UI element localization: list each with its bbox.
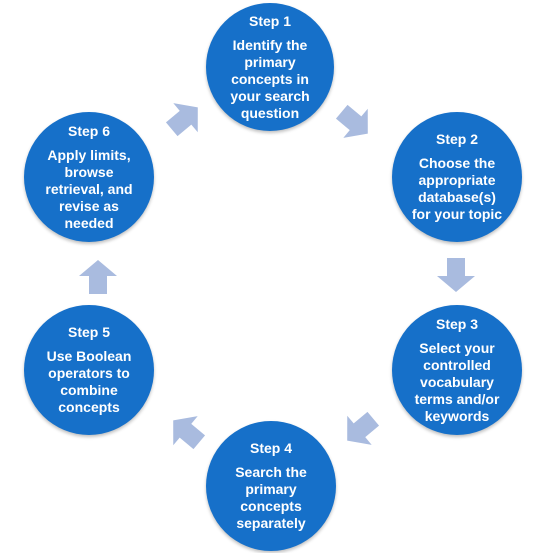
step-6-title: Step 6 (67, 122, 110, 139)
step-2-line: appropriate (418, 172, 496, 188)
step-1-line: concepts in (231, 70, 309, 87)
step-3-line: terms and/or (414, 390, 500, 407)
step-2-line: Choose the (418, 155, 496, 171)
step-5-text: Use Boolean operators to combine concept… (33, 348, 145, 416)
step-1-text: Identify the primary concepts in your se… (214, 37, 326, 122)
arrow-step6-to-step1-icon (165, 103, 198, 137)
step-5-line: concepts (58, 399, 120, 415)
step-1-line: question (240, 104, 300, 121)
step-6-line: needed (64, 214, 114, 231)
step-2-title: Step 2 (435, 131, 478, 147)
step-4-title: Step 4 (249, 440, 292, 456)
step-1-line: your search (230, 87, 310, 104)
step-6-line: browse (64, 163, 114, 180)
step-1-title: Step 1 (248, 12, 291, 29)
step-3-title: Step 3 (435, 315, 478, 332)
step-2-line: database(s) (418, 189, 496, 205)
step-5-line: operators to (48, 365, 130, 381)
step-4-line: Search the (235, 464, 307, 480)
step-3-line: keywords (424, 407, 490, 424)
arrow-step1-to-step2-icon (335, 104, 368, 138)
step-6-text: Apply limits, browse retrieval, and revi… (33, 147, 145, 232)
step-5-line: combine (60, 382, 118, 398)
step-6-line: revise as (59, 197, 119, 214)
step-6-node: Step 6 Apply limits, browse retrieval, a… (24, 112, 154, 242)
step-6-line: Apply limits, (47, 146, 131, 163)
step-4-line: separately (236, 515, 306, 531)
step-1-node: Step 1 Identify the primary concepts in … (206, 3, 334, 131)
step-3-node: Step 3 Select your controlled vocabulary… (392, 305, 522, 435)
step-4-line: concepts (240, 498, 302, 514)
step-3-line: controlled (423, 356, 491, 373)
step-2-text: Choose the appropriate database(s) for y… (401, 155, 513, 223)
step-2-line: for your topic (411, 206, 503, 222)
step-3-text: Select your controlled vocabulary terms … (401, 340, 513, 425)
step-3-line: Select your (419, 339, 495, 356)
step-4-line: primary (245, 481, 297, 497)
step-3-line: vocabulary (420, 373, 494, 390)
step-5-title: Step 5 (67, 324, 110, 340)
arrow-step4-to-step5-icon (173, 416, 206, 450)
step-1-line: Identify the (232, 36, 308, 53)
arrow-step3-to-step4-icon (347, 411, 380, 445)
step-2-node: Step 2 Choose the appropriate database(s… (392, 112, 522, 242)
arrow-step5-to-step6-icon (79, 260, 117, 294)
step-5-line: Use Boolean (46, 348, 132, 364)
step-4-node: Step 4 Search the primary concepts separ… (206, 421, 336, 551)
arrow-step2-to-step3-icon (437, 258, 475, 292)
step-1-line: primary (244, 53, 296, 70)
step-4-text: Search the primary concepts separately (215, 464, 327, 532)
step-6-line: retrieval, and (45, 180, 133, 197)
step-5-node: Step 5 Use Boolean operators to combine … (24, 305, 154, 435)
